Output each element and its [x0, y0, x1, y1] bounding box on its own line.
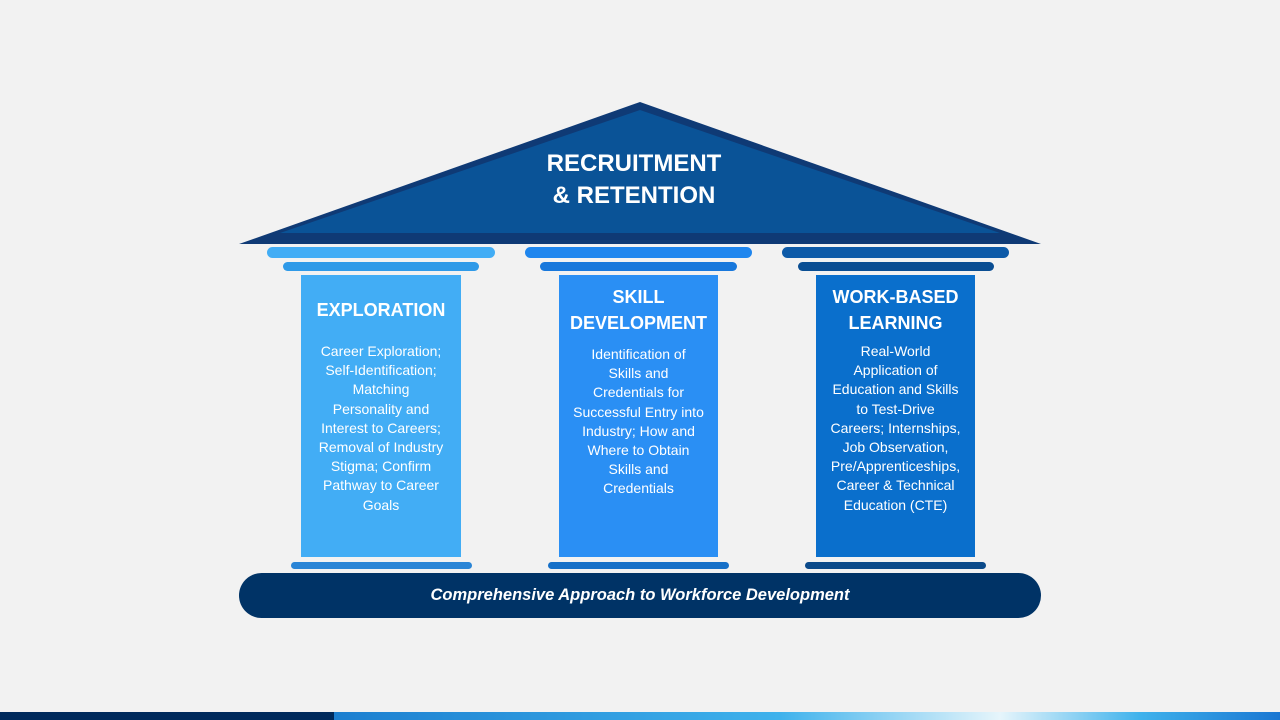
pillar-body-line: Pathway to Career: [323, 477, 439, 494]
pillar-title-line: SKILL: [612, 287, 665, 307]
pillar-body-line: Credentials for: [592, 384, 685, 401]
pillar-body-line: Successful Entry into: [573, 403, 704, 420]
pillar-1-capital-top: [267, 247, 495, 258]
pillar-title: WORK-BASED LEARNING: [824, 284, 967, 336]
pillar-body-line: Interest to Careers;: [321, 419, 441, 436]
roof-title-line-1: RECRUITMENT: [546, 150, 722, 177]
pillar-title-line: EXPLORATION: [316, 300, 446, 320]
pillar-body-line: Goals: [362, 496, 400, 513]
roof-title: RECRUITMENT & RETENTION: [440, 148, 828, 212]
pillar-3-capital-bottom: [798, 262, 994, 271]
pillar-body-line: Career & Technical: [836, 477, 955, 494]
pillar-3-base: [805, 562, 986, 569]
pillar-body-line: Skills and: [608, 365, 669, 382]
pillar-body-line: Education and Skills: [832, 381, 959, 398]
roof-title-line-2: & RETENTION: [552, 182, 716, 209]
pillar-1-capital-bottom: [283, 262, 479, 271]
pillar-description: Identification of Skills and Credentials…: [567, 345, 710, 499]
pillar-body-line: Real-World: [860, 343, 931, 359]
foundation-banner: Comprehensive Approach to Workforce Deve…: [239, 573, 1041, 618]
pillar-description: Career Exploration; Self-Identification;…: [309, 342, 453, 515]
pillar-title: EXPLORATION: [309, 297, 453, 323]
pillar-work-based-learning: WORK-BASED LEARNING Real-World Applicati…: [816, 275, 975, 557]
roof-inner-triangle: [280, 110, 1000, 233]
pillar-skill-development: SKILL DEVELOPMENT Identification of Skil…: [559, 275, 718, 557]
pillar-body-line: Job Observation,: [842, 439, 949, 456]
pillar-body-line: Skills and: [608, 461, 669, 478]
pillar-body-line: Application of: [853, 362, 938, 379]
pillar-body-line: Matching: [352, 381, 410, 398]
pillar-body-line: Identification of: [591, 346, 686, 362]
footer-band: [0, 712, 1280, 720]
pillar-2-capital-bottom: [540, 262, 737, 271]
pillar-body-line: Education (CTE): [843, 496, 948, 513]
pillar-body-line: Self-Identification;: [325, 362, 437, 379]
pillar-title: SKILL DEVELOPMENT: [567, 284, 710, 336]
pillar-exploration: EXPLORATION Career Exploration; Self-Ide…: [301, 275, 461, 557]
pillar-body-line: Career Exploration;: [320, 343, 442, 359]
pillar-2-capital-top: [525, 247, 752, 258]
pillar-1-base: [291, 562, 472, 569]
pillar-body-line: Stigma; Confirm: [330, 458, 432, 475]
pillar-title-line: LEARNING: [848, 313, 943, 333]
pillar-body-line: Personality and: [332, 400, 430, 417]
pillar-body-line: Careers; Internships,: [830, 419, 961, 436]
pillar-body-line: Removal of Industry: [318, 439, 444, 456]
pillar-description: Real-World Application of Education and …: [824, 342, 967, 515]
pillar-title-line: DEVELOPMENT: [569, 313, 707, 333]
pillar-body-line: Where to Obtain: [587, 442, 690, 459]
pillar-title-line: WORK-BASED: [832, 287, 959, 307]
pillar-3-capital-top: [782, 247, 1009, 258]
pillar-body-line: to Test-Drive: [856, 400, 935, 417]
pillar-2-base: [548, 562, 729, 569]
pillar-body-line: Industry; How and: [582, 422, 695, 439]
pillar-body-line: Credentials: [603, 480, 674, 497]
pillar-body-line: Pre/Apprenticeships,: [830, 458, 961, 475]
